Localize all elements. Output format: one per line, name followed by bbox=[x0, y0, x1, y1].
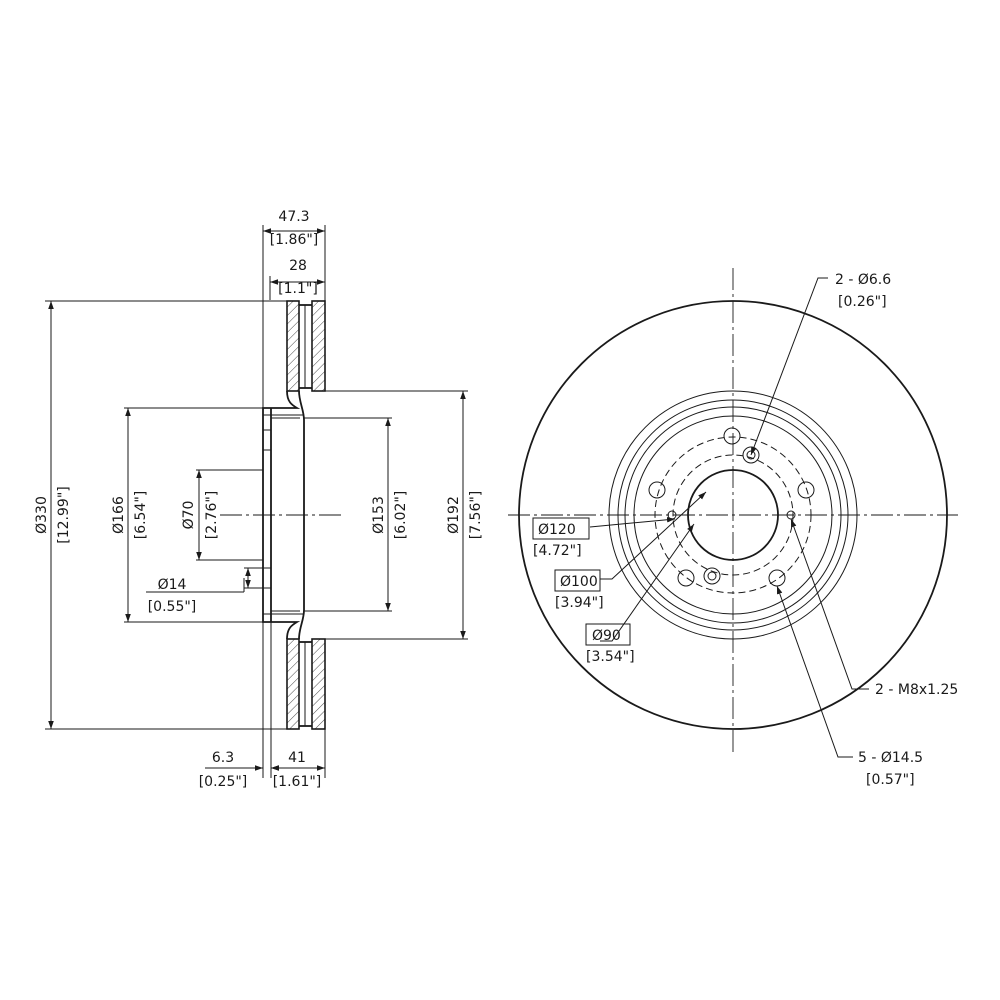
friction-ring-top bbox=[286, 300, 326, 392]
face-dia-mm: Ø192 bbox=[446, 496, 462, 534]
hat-width-mm: 28 bbox=[289, 258, 307, 274]
center-bore-in: [2.76"] bbox=[204, 491, 220, 540]
lug-hole bbox=[797, 481, 815, 499]
friction-ring-bottom bbox=[286, 638, 326, 730]
center-bore-mm: Ø70 bbox=[181, 501, 197, 530]
pitch-circle-hidden bbox=[672, 454, 794, 576]
offset-mm: 41 bbox=[288, 750, 306, 766]
small-holes bbox=[703, 446, 760, 585]
hat-section bbox=[262, 390, 325, 640]
inner-dia-mm: Ø153 bbox=[371, 496, 387, 534]
bolt-circle-120-box bbox=[532, 517, 590, 540]
hat-width-in: [1.1"] bbox=[278, 281, 318, 297]
front-callout-labels: 2 - Ø6.6 [0.26"] Ø120 [4.72"] Ø100 [3.94… bbox=[533, 272, 958, 788]
outer-dia-in: [12.99"] bbox=[56, 486, 72, 543]
bolt-circle-90-box bbox=[585, 623, 631, 646]
lug-hole bbox=[723, 427, 741, 445]
bolt-circle-90-in: [3.54"] bbox=[586, 649, 635, 665]
total-width-mm: 47.3 bbox=[278, 209, 309, 225]
small-hole bbox=[707, 571, 717, 581]
small-holes-mm: 2 - Ø6.6 bbox=[835, 272, 891, 288]
bolt-circle-hidden bbox=[654, 436, 812, 594]
outer-dia-mm: Ø330 bbox=[34, 496, 50, 534]
bolt-circle-90-mm: Ø90 bbox=[592, 628, 621, 644]
rotor-outer-circle bbox=[518, 300, 948, 730]
bolt-circle-100-mm: Ø100 bbox=[560, 574, 598, 590]
hat-face-circle bbox=[624, 406, 842, 624]
small-holes-in: [0.26"] bbox=[838, 294, 887, 310]
lug-holes-mm: 5 - Ø14.5 bbox=[858, 750, 923, 766]
face-dia-in: [7.56"] bbox=[468, 491, 484, 540]
hat-thickness-in: [0.25"] bbox=[199, 774, 248, 790]
side-dimension-lines bbox=[48, 228, 466, 771]
small-hole-ring bbox=[703, 567, 721, 585]
hat-thickness-mm: 6.3 bbox=[212, 750, 234, 766]
side-dimension-labels: 47.3 [1.86"] 28 [1.1"] Ø330 [12.99"] Ø16… bbox=[34, 209, 484, 790]
lug-holes bbox=[648, 427, 815, 587]
bolt-circle-120-in: [4.72"] bbox=[533, 543, 582, 559]
hole-dia-in: [0.55"] bbox=[148, 599, 197, 615]
hat-outer-circle bbox=[608, 390, 858, 640]
bolt-circle-100-box bbox=[554, 569, 601, 592]
front-view: 2 - Ø6.6 [0.26"] Ø120 [4.72"] Ø100 [3.94… bbox=[508, 268, 958, 788]
bolt-circle-100-in: [3.94"] bbox=[555, 595, 604, 611]
hole-dia-mm: Ø14 bbox=[158, 577, 187, 593]
side-view: 47.3 [1.86"] 28 [1.1"] Ø330 [12.99"] Ø16… bbox=[34, 209, 484, 790]
hat-step-circle bbox=[617, 399, 849, 631]
inner-dia-in: [6.02"] bbox=[393, 491, 409, 540]
front-leader-lines bbox=[589, 277, 869, 758]
lug-hole bbox=[768, 569, 786, 587]
hat-inner-circle bbox=[633, 415, 833, 615]
threaded-holes-mm: 2 - M8x1.25 bbox=[875, 682, 958, 698]
hat-dia-in: [6.54"] bbox=[133, 491, 149, 540]
lug-holes-in: [0.57"] bbox=[866, 772, 915, 788]
lug-hole bbox=[648, 481, 666, 499]
center-bore-circle bbox=[687, 469, 779, 561]
hat-dia-mm: Ø166 bbox=[111, 496, 127, 534]
bolt-circle-120-mm: Ø120 bbox=[538, 522, 576, 538]
lug-hole bbox=[677, 569, 695, 587]
offset-in: [1.61"] bbox=[273, 774, 322, 790]
side-extension-lines bbox=[45, 225, 468, 778]
total-width-in: [1.86"] bbox=[270, 232, 319, 248]
